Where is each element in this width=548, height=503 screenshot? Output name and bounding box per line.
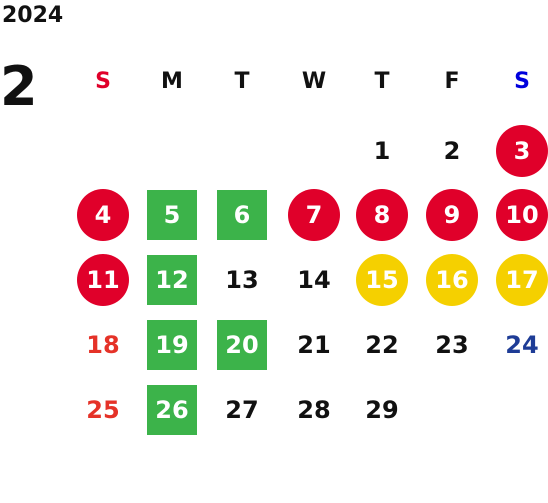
calendar-day[interactable]: 18	[86, 331, 120, 359]
calendar-day[interactable]: 14	[297, 266, 331, 294]
calendar-day[interactable]: 24	[505, 331, 539, 359]
weekday-header: M	[161, 69, 183, 94]
calendar-day[interactable]: 20	[217, 320, 267, 370]
weekday-header: W	[301, 69, 327, 94]
calendar-day[interactable]: 17	[496, 254, 548, 306]
calendar-day[interactable]: 16	[426, 254, 478, 306]
calendar-day[interactable]: 9	[426, 189, 478, 241]
calendar-day[interactable]: 29	[365, 396, 399, 424]
calendar-day[interactable]: 3	[496, 125, 548, 177]
calendar-day[interactable]: 27	[225, 396, 259, 424]
calendar-day[interactable]: 15	[356, 254, 408, 306]
calendar-day[interactable]: 25	[86, 396, 120, 424]
calendar-day[interactable]: 12	[147, 255, 197, 305]
calendar-month: 2	[0, 55, 38, 118]
calendar-day[interactable]: 1	[373, 137, 391, 165]
calendar-day[interactable]: 4	[77, 189, 129, 241]
calendar-year: 2024	[2, 3, 64, 28]
calendar-day[interactable]: 2	[443, 137, 461, 165]
calendar-day[interactable]: 8	[356, 189, 408, 241]
weekday-header: T	[234, 69, 250, 94]
calendar-day[interactable]: 21	[297, 331, 331, 359]
calendar-day[interactable]: 7	[288, 189, 340, 241]
calendar-day[interactable]: 28	[297, 396, 331, 424]
calendar-day[interactable]: 26	[147, 385, 197, 435]
calendar-day[interactable]: 6	[217, 190, 267, 240]
weekday-header: T	[374, 69, 390, 94]
calendar-day[interactable]: 11	[77, 254, 129, 306]
calendar-day[interactable]: 10	[496, 189, 548, 241]
weekday-header: F	[444, 69, 460, 94]
calendar-day[interactable]: 5	[147, 190, 197, 240]
calendar-day[interactable]: 13	[225, 266, 259, 294]
calendar-day[interactable]: 22	[365, 331, 399, 359]
weekday-header: S	[95, 69, 111, 94]
weekday-header: S	[514, 69, 530, 94]
calendar-day[interactable]: 19	[147, 320, 197, 370]
calendar-day[interactable]: 23	[435, 331, 469, 359]
